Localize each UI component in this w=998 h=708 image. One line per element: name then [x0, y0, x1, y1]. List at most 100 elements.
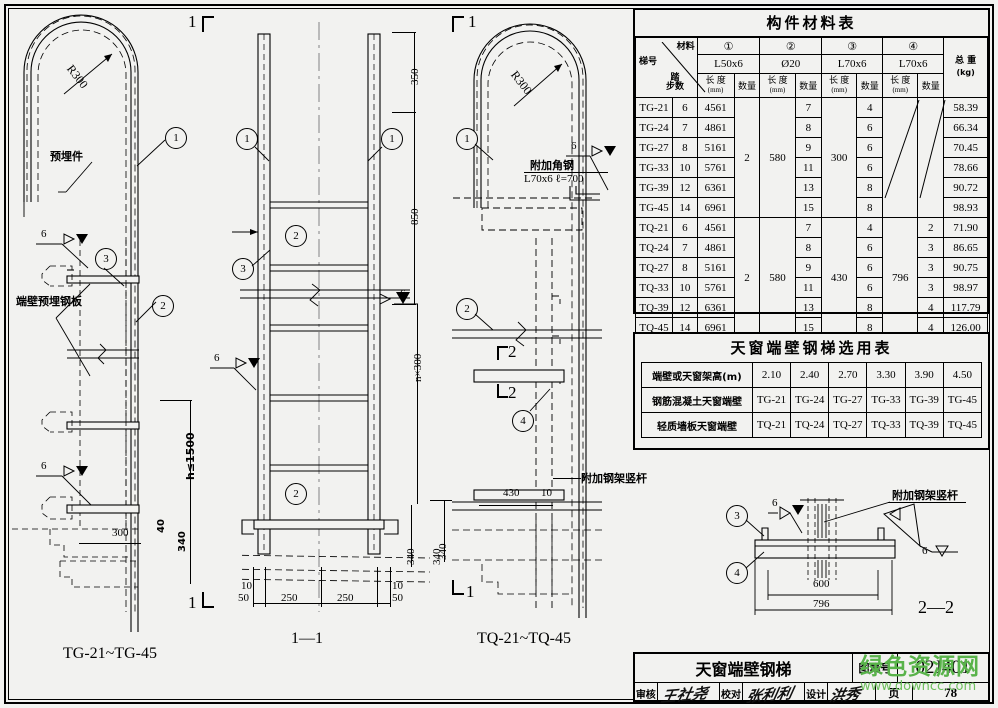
selection-row-tg-cell: TG-21: [751, 387, 792, 413]
material-total-header: 总 重(kg): [943, 37, 988, 98]
detail22-balloon-3: 3: [726, 505, 748, 527]
material-cell-qty4: 2: [917, 217, 945, 238]
drawing-title: 天窗端壁钢梯: [695, 660, 792, 679]
material-cell-steps: 7: [672, 237, 698, 258]
material-cell-steps: 12: [672, 177, 698, 198]
material-cell-qty2: 13: [794, 297, 823, 318]
right-dim-340-tick: [430, 500, 452, 501]
left-dim-340: 340: [177, 531, 188, 552]
right-section-tick-bot-h: [452, 593, 464, 595]
left-section-tick-top-h: [202, 16, 214, 18]
left-embed-plate-line1: 端壁预埋钢板: [16, 295, 82, 308]
material-cell-total: 78.66: [943, 157, 988, 178]
checker-signature: 张利利: [743, 683, 806, 703]
right-section-tick-top-v: [452, 16, 454, 32]
detail-22-geometry: [754, 498, 896, 615]
left-height-dim-line: [190, 400, 191, 522]
middle-dim-340a-line: [411, 505, 412, 567]
middle-weld-label-left: 6: [214, 352, 220, 364]
right-section-tick-top-h: [452, 16, 464, 18]
selection-row-height-cell: 3.90: [904, 362, 944, 388]
material-cell-steps: 8: [672, 137, 698, 158]
middle-left-arrow: [232, 229, 258, 235]
selection-row-tq-cell: TQ-24: [790, 412, 830, 438]
material-cell-qty4: 4: [917, 297, 945, 318]
middle-bot-ext-5: [390, 567, 391, 607]
middle-dim-n300: n×300: [412, 353, 424, 382]
middle-dim-vline: [414, 32, 415, 304]
material-cell-ladder: TG-27: [634, 137, 674, 158]
material-cell-len1: 6361: [696, 177, 735, 198]
selection-row-tg-cell: TG-45: [942, 387, 983, 413]
selection-row-tg-cell: TG-39: [904, 387, 944, 413]
detail22-balloon-3-leader: [745, 519, 765, 537]
material-cell-qty1-merged: 2: [733, 217, 761, 338]
title-block-bottom-row: 审核 王社尧 校对 张利利 设计 洪秀 页 78: [635, 683, 988, 703]
material-length-header-3: 长 度(mm): [821, 73, 858, 98]
middle-dim-350: 350: [409, 68, 421, 86]
left-weld-symbol-top: [36, 233, 89, 269]
selection-row-tq-cell: TQ-27: [828, 412, 868, 438]
material-cell-ladder: TG-33: [634, 157, 674, 178]
middle-weld-symbol-left: [210, 357, 260, 391]
material-qty-header-3: 数量: [856, 73, 884, 98]
left-balloon-3-leader: [103, 267, 125, 287]
selection-row-tq-cell: TQ-21: [751, 412, 792, 438]
material-cell-steps: 14: [672, 197, 698, 218]
right-balloon-1-leader: [474, 143, 494, 161]
middle-dim-250b: 250: [337, 592, 354, 604]
detail22-weld-label-right: 6: [922, 545, 928, 557]
middle-balloon-2-lower: 2: [285, 483, 307, 505]
right-section-mark-top: 1: [468, 12, 477, 31]
material-cell-total: 71.90: [943, 217, 988, 238]
view-left-geometry: [23, 14, 139, 632]
designer-label: 设计: [805, 683, 828, 703]
material-cell-ladder: TQ-39: [634, 297, 674, 318]
middle-n300-dim-line: [417, 304, 418, 504]
view-right-geometry: [473, 23, 600, 618]
material-qty-header-4: 数量: [917, 73, 945, 98]
right-sec2-top-v: [497, 346, 499, 360]
selection-row-tq-cell: TQ-39: [904, 412, 944, 438]
right-section-tick-bot-v: [452, 580, 454, 595]
reviewer-signature: 王社尧: [658, 683, 721, 703]
material-qty-header-2: 数量: [794, 73, 823, 98]
detail22-balloon-4: 4: [726, 562, 748, 584]
material-cell-qty4: 3: [917, 237, 945, 258]
detail22-dim-796: 796: [813, 598, 830, 610]
selection-row-tq-cell: TQ-33: [866, 412, 906, 438]
right-dim-10: 10: [541, 487, 552, 499]
middle-dim-50b: 50: [392, 592, 403, 604]
material-cell-len1: 4861: [696, 237, 735, 258]
selection-row-height-cell: 2.10: [751, 362, 792, 388]
material-cell-qty3: 4: [856, 217, 884, 238]
middle-bot-ext-3: [321, 567, 322, 607]
right-dim-430: 430: [503, 487, 520, 499]
page-label: 页: [888, 687, 900, 700]
left-balloon-1: 1: [165, 127, 187, 149]
material-cell-qty3: 8: [856, 297, 884, 318]
middle-bot-ext-2: [265, 567, 266, 607]
selection-row-tg-cell: TG-33: [866, 387, 906, 413]
material-group-spec-1: L50x6: [696, 54, 761, 74]
right-sec2-bot-v: [497, 384, 499, 398]
material-cell-qty4: 3: [917, 257, 945, 278]
material-cell-qty4: 3: [917, 277, 945, 298]
middle-balloon-1-left: 1: [236, 128, 258, 150]
left-embed-part-leader: [58, 161, 93, 193]
view-right-base: [452, 520, 602, 595]
material-table-corner-cell: 材料梯号踏步数: [635, 37, 706, 98]
material-cell-qty2: 15: [794, 197, 823, 218]
material-cell-steps: 6: [672, 217, 698, 238]
checker-label: 校对: [720, 683, 743, 703]
material-cell-total: 90.72: [943, 177, 988, 198]
middle-dim-250a: 250: [281, 592, 298, 604]
